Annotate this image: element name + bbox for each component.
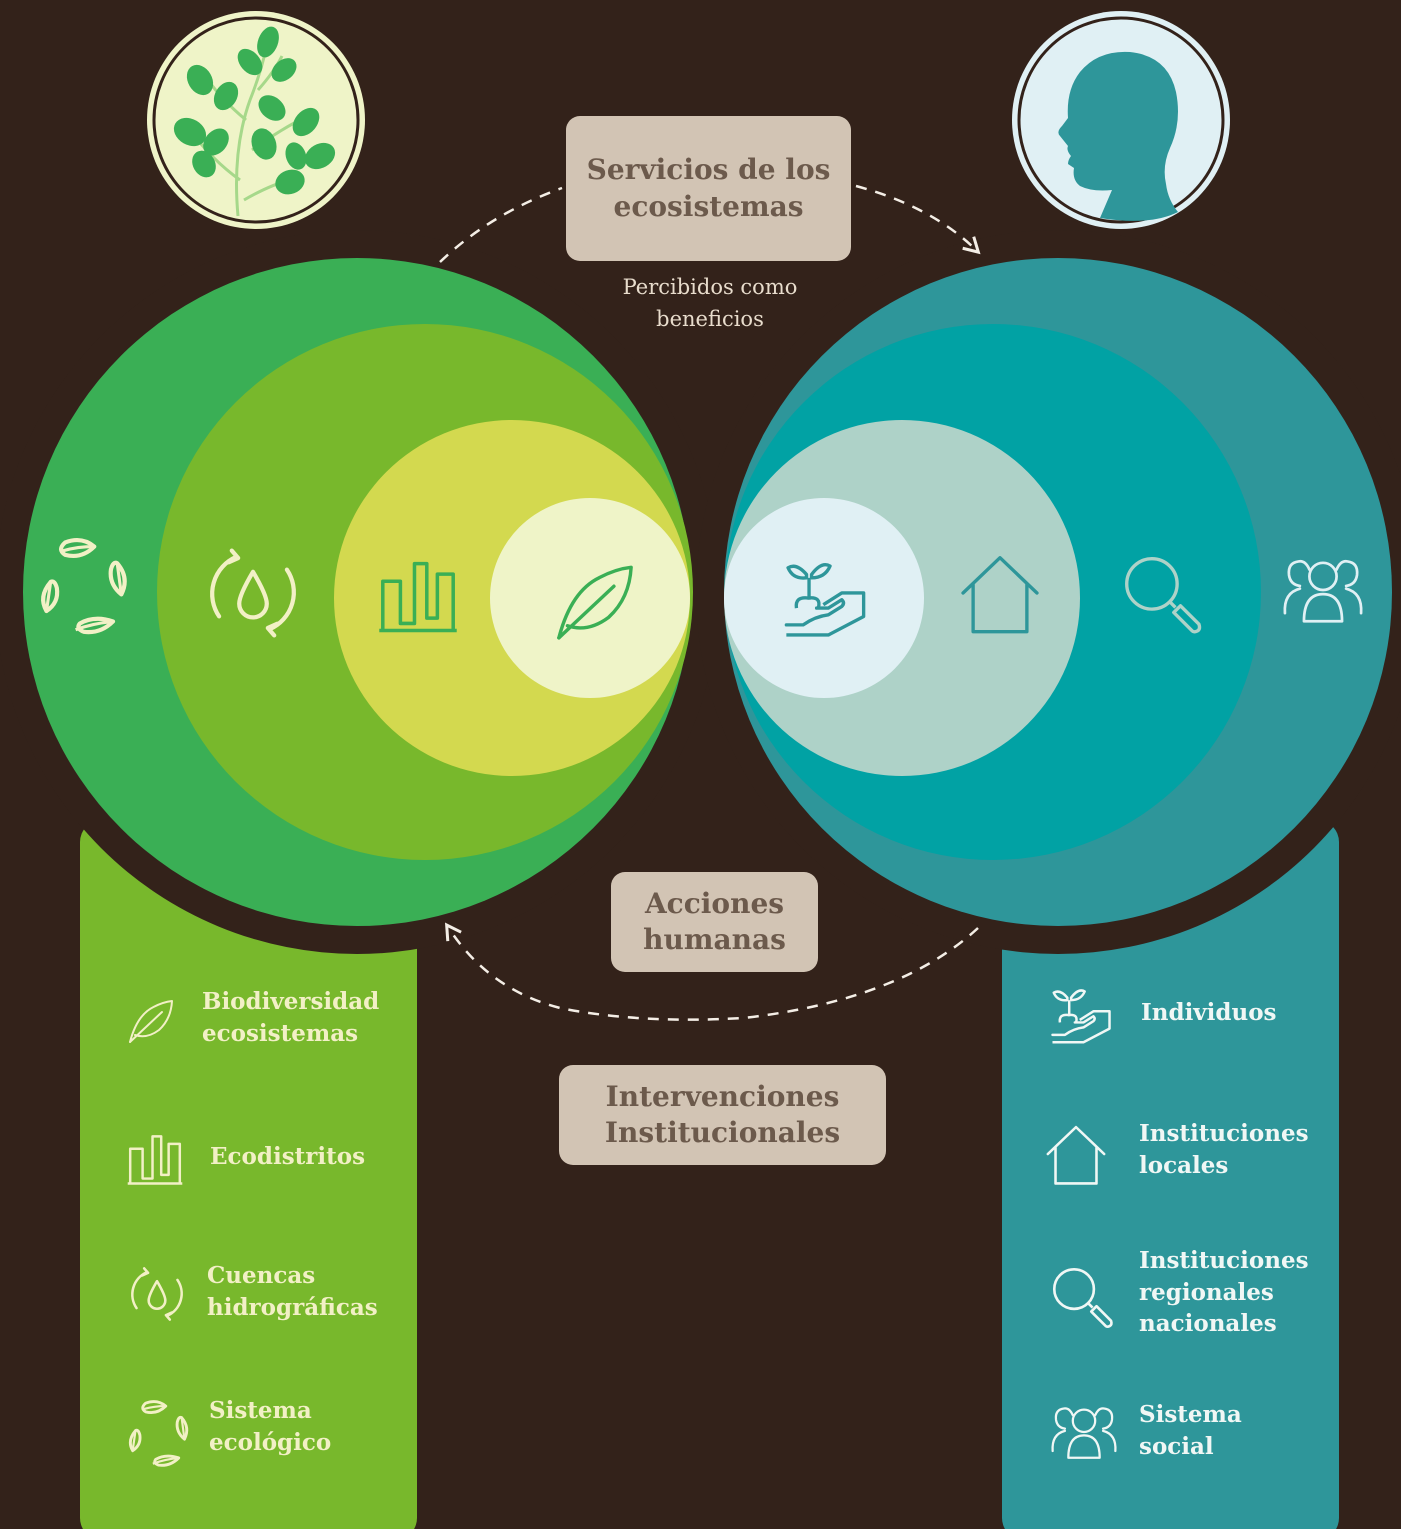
hand-plant-icon [1040, 984, 1122, 1046]
institutional-line2: Institucionales [604, 1116, 841, 1149]
ecosystem-services-line2: ecosistemas [613, 189, 804, 223]
item-line: hidrográficas [207, 1293, 378, 1321]
recycle-leaves-icon [124, 1396, 196, 1468]
human-actions-line1: Acciones [644, 886, 785, 920]
item-line: Instituciones [1139, 1120, 1309, 1147]
list-item-ecodistricts: Ecodistritos [210, 1141, 365, 1173]
perceived-caption: Percibidos como beneficios [590, 272, 830, 335]
ecodistrict-icon [124, 1122, 186, 1188]
ecological-circles [23, 258, 693, 926]
item-line: ecosistemas [202, 1019, 359, 1047]
person-silhouette-icon [1058, 51, 1178, 221]
watershed-icon [124, 1262, 190, 1326]
institutional-line1: Intervenciones [605, 1079, 840, 1113]
ecosystem-services-box: Servicios de los ecosistemas [566, 116, 851, 261]
list-item-ecological-system: Sistema ecológico [209, 1395, 331, 1458]
list-item-social-system: Sistema social [1139, 1399, 1242, 1462]
item-line: locales [1139, 1151, 1229, 1179]
item-line: regionales [1139, 1278, 1274, 1306]
item-line: Biodiversidad [202, 988, 380, 1015]
item-line: Instituciones [1139, 1247, 1309, 1274]
house-icon [1044, 1122, 1108, 1186]
item-line: Sistema [1139, 1401, 1242, 1428]
institutional-interventions-box: Intervenciones Institucionales [559, 1065, 886, 1165]
arrow-services [855, 184, 981, 255]
list-item-watersheds: Cuencas hidrográficas [207, 1260, 378, 1323]
people-icon [1040, 1404, 1128, 1460]
item-line: Individuos [1141, 999, 1277, 1026]
item-line: nacionales [1139, 1310, 1277, 1338]
item-line: Cuencas [207, 1262, 316, 1289]
ecological-panel [80, 820, 417, 1529]
perceived-line2: beneficios [656, 306, 764, 331]
person-medallion [1012, 11, 1230, 229]
social-panel [1002, 820, 1339, 1529]
plant-medallion [147, 11, 365, 229]
list-item-individuals: Individuos [1141, 997, 1277, 1029]
item-line: ecológico [209, 1428, 332, 1456]
ecosystem-services-line1: Servicios de los [586, 153, 831, 187]
leaf-icon [126, 994, 176, 1046]
item-line: Sistema [209, 1397, 312, 1424]
magnifier-icon [1048, 1264, 1116, 1330]
list-item-local-institutions: Instituciones locales [1139, 1118, 1309, 1181]
item-line: social [1139, 1432, 1214, 1460]
human-actions-box: Acciones humanas [611, 872, 818, 972]
list-item-biodiversity: Biodiversidad ecosistemas [202, 986, 379, 1049]
human-actions-line2: humanas [643, 923, 786, 956]
social-circles [724, 258, 1392, 926]
arrow-to-box [439, 186, 563, 263]
list-item-regional-institutions: Instituciones regionales nacionales [1139, 1245, 1309, 1340]
perceived-line1: Percibidos como [622, 275, 798, 299]
item-line: Ecodistritos [210, 1143, 366, 1170]
